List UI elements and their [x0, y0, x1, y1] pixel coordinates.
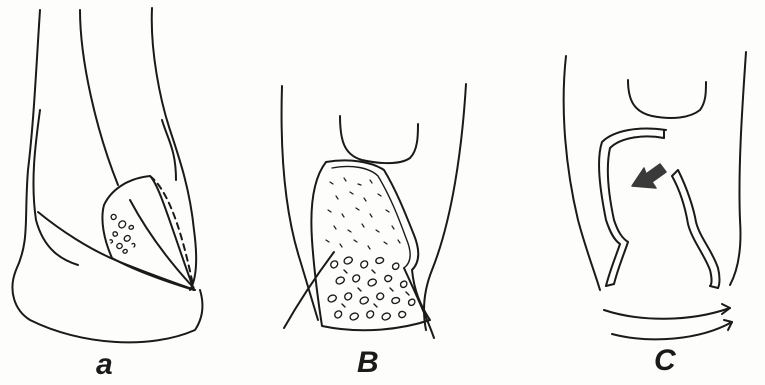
panel-a-leg-left-outline [12, 10, 202, 342]
panel-c-displacement-arrow [632, 164, 666, 188]
panel-c-leg-left [564, 56, 600, 290]
panel-a-tendon-right [152, 8, 196, 290]
panel-a-inner-contour [33, 110, 78, 265]
panel-b-label: B [357, 348, 379, 378]
panel-c-shell-left-inner [608, 136, 664, 284]
panel-c-rotation-arrow-upper [604, 308, 730, 319]
panel-b-talus-notch [340, 116, 418, 163]
panel-a-tendon-left [80, 10, 118, 185]
panel-a-drawing [12, 8, 202, 342]
panel-b-cancellous-stipple [326, 178, 400, 249]
panel-a-flap-inner [130, 200, 192, 286]
panel-a-label: a [96, 350, 113, 380]
panel-c-leg-right [730, 52, 746, 285]
panel-a-bone-texture [110, 214, 135, 253]
panel-c-rotation-arrow-lower [612, 322, 732, 339]
panel-b-drawing [282, 84, 466, 338]
panel-c-label: C [654, 346, 676, 376]
panel-c-shell-right-outer [678, 170, 720, 288]
panel-b-dense-bone-texture [328, 257, 415, 320]
panel-b-leg-right [424, 84, 466, 330]
panel-c-shell-right-cap [672, 170, 678, 176]
panel-c-drawing [564, 52, 746, 339]
panel-c-shell-right-inner [672, 176, 712, 286]
panel-c-talus-notch [628, 80, 706, 118]
panel-c-shell-right-foot [710, 286, 718, 288]
